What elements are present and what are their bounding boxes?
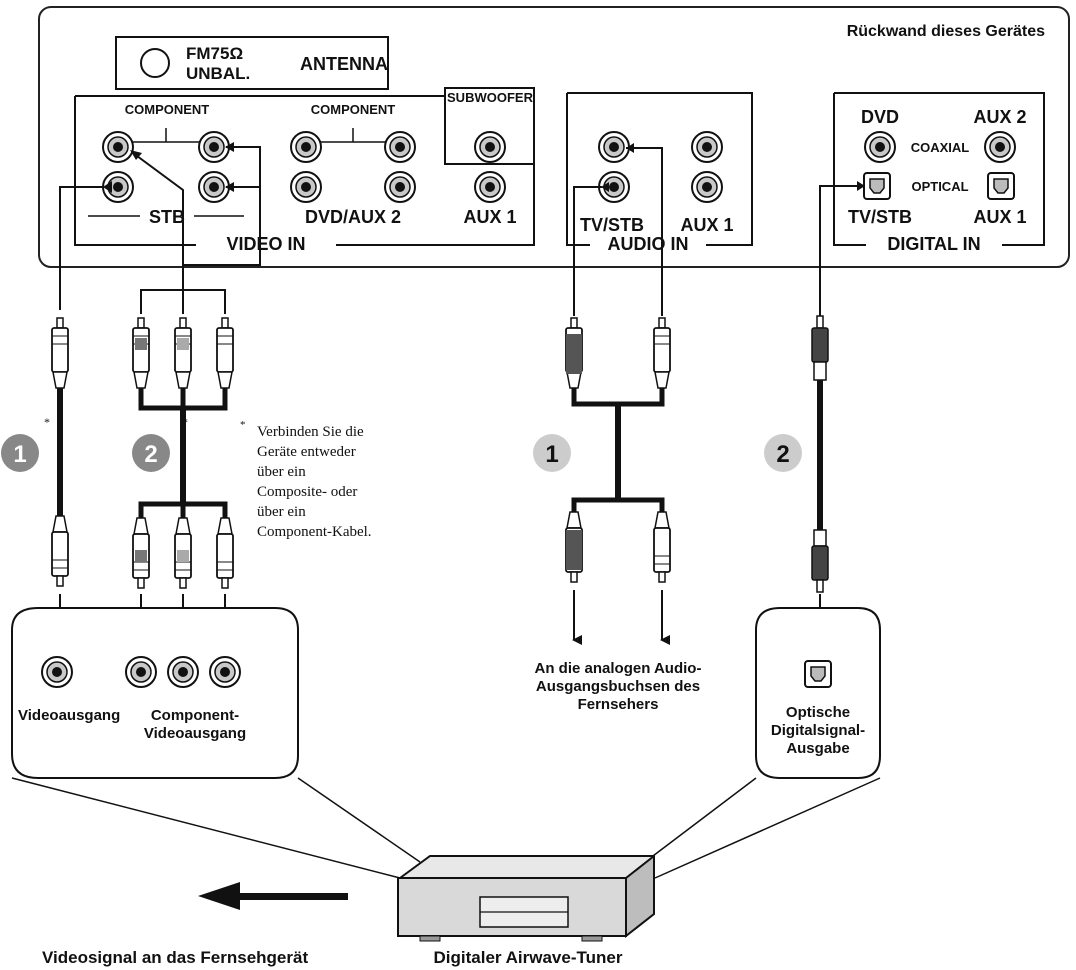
antenna-box [115, 36, 389, 90]
rear-panel-title: Rückwand dieses Gerätes [847, 23, 1045, 40]
note-line-1: Verbinden Sie die [257, 424, 364, 440]
digital-aux1-label: AUX 1 [973, 207, 1026, 227]
note-line-2: Geräte entweder [257, 444, 356, 460]
antenna-label: ANTENNA [300, 54, 388, 74]
svg-text:1: 1 [545, 441, 558, 468]
badge-1-audio: 1 [533, 434, 571, 472]
composite-aux1-jack [474, 171, 506, 203]
svg-text:An die analogen Audio-: An die analogen Audio- [535, 660, 702, 677]
svg-text:Ausgangsbuchsen des: Ausgangsbuchsen des [536, 678, 700, 695]
note: * Verbinden Sie die Geräte entweder über… [240, 419, 372, 540]
coaxial-label: COAXIAL [911, 140, 970, 155]
component-dvd-y-jack [290, 131, 322, 163]
coaxial-aux2-jack [984, 131, 1016, 163]
component-label-2: COMPONENT [311, 102, 396, 117]
composite-dvd-jack [290, 171, 322, 203]
left-callout-pointer [11, 777, 421, 879]
asterisk-1: * [44, 415, 50, 429]
badge-1-composite: 1 [1, 434, 39, 472]
video-signal-label: Videosignal an das Fernsehgerät [42, 948, 308, 967]
note-line-3: über ein [257, 464, 306, 480]
rear-panel-outline [38, 6, 1070, 268]
audio-in-label: AUDIO IN [608, 234, 689, 254]
antenna-balance: UNBAL. [186, 64, 250, 83]
optical-cable [811, 315, 829, 593]
video-signal-arrow [198, 882, 348, 910]
tuner-component-pb-jack [167, 656, 199, 688]
audio-tv-stb-l-jack [598, 131, 630, 163]
svg-text:2: 2 [776, 441, 789, 468]
component-dvd-pr-jack [384, 171, 416, 203]
video-in-section: SUBWOOFER COMPONENT COMPONENT STB DVD/AU… [74, 87, 535, 254]
audio-cable [565, 317, 671, 583]
right-callout-pointer [644, 777, 881, 879]
antenna-section: FM75Ω UNBAL. ANTENNA [115, 36, 389, 90]
subwoofer-label: SUBWOOFER [447, 90, 534, 105]
component-label-1: COMPONENT [125, 102, 210, 117]
component-stb-y-jack [102, 131, 134, 163]
optical-out-line3: Ausgabe [786, 740, 849, 757]
note-line-4: Composite- oder [257, 484, 357, 500]
subwoofer-box [444, 87, 535, 165]
tuner-component-pr-jack [209, 656, 241, 688]
tv-audio-note: An die analogen Audio- Ausgangsbuchsen d… [535, 660, 702, 713]
digital-aux2-label: AUX 2 [973, 107, 1026, 127]
digital-in-section: DIGITAL IN DVD AUX 2 COAXIAL OPTICAL TV/… [833, 92, 1045, 254]
component-cable [132, 317, 234, 589]
component-dvd-pb-jack [384, 131, 416, 163]
composite-cable [51, 317, 69, 587]
video-out-label: Videoausgang [18, 707, 120, 724]
antenna-type: FM75Ω [186, 44, 243, 63]
tuner-optical-out-jack [804, 660, 832, 688]
component-stb-pr-jack [198, 171, 230, 203]
component-out-line1: Component- [151, 707, 239, 724]
component-out-line2: Videoausgang [144, 725, 246, 742]
optical-out-line1: Optische [786, 704, 850, 721]
note-asterisk: * [240, 419, 246, 431]
antenna-terminal [140, 48, 170, 78]
dvd-aux2-label: DVD/AUX 2 [305, 207, 401, 227]
svg-text:Fernsehers: Fernsehers [578, 696, 659, 713]
component-stb-pb-jack [198, 131, 230, 163]
tuner-label: Digitaler Airwave-Tuner [434, 948, 623, 967]
note-line-6: Component-Kabel. [257, 524, 372, 540]
svg-text:1: 1 [13, 441, 26, 468]
badge-2-optical: 2 [764, 434, 802, 472]
tuner-component-y-jack [125, 656, 157, 688]
asterisk-2: * [182, 415, 188, 429]
audio-tv-stb-label: TV/STB [580, 215, 644, 235]
tuner-video-out-jack [41, 656, 73, 688]
digital-tv-stb-label: TV/STB [848, 207, 912, 227]
optical-tv-stb-jack [863, 172, 891, 200]
digital-in-label: DIGITAL IN [887, 234, 980, 254]
note-line-5: über ein [257, 504, 306, 520]
subwoofer-jack [474, 131, 506, 163]
audio-in-section: AUDIO IN TV/STB AUX 1 [566, 92, 753, 254]
audio-aux1-l-jack [691, 131, 723, 163]
badge-2-component: 2 [132, 434, 170, 472]
video-in-label: VIDEO IN [226, 234, 305, 254]
optical-aux1-jack [987, 172, 1015, 200]
optical-out-line2: Digitalsignal- [771, 722, 865, 739]
coaxial-dvd-jack [864, 131, 896, 163]
tuner-device [397, 853, 655, 942]
optical-label: OPTICAL [911, 179, 968, 194]
panel-wires [59, 142, 865, 316]
tuner-output-callout-right: Optische Digitalsignal- Ausgabe [755, 607, 881, 779]
aux1-video-label: AUX 1 [463, 207, 516, 227]
stb-label: STB [149, 207, 185, 227]
svg-text:2: 2 [144, 441, 157, 468]
audio-aux1-label: AUX 1 [680, 215, 733, 235]
tuner-output-callout-left: Videoausgang Component- Videoausgang [11, 607, 299, 779]
audio-aux1-r-jack [691, 171, 723, 203]
digital-dvd-label: DVD [861, 107, 899, 127]
